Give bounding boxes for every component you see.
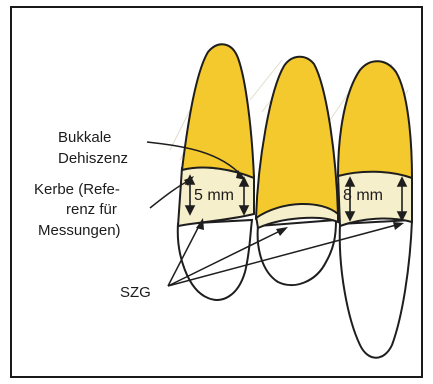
tooth-left-root-tip xyxy=(178,220,252,300)
tooth-right xyxy=(338,61,412,358)
tooth-middle-crown xyxy=(256,57,338,218)
tooth-right-crown xyxy=(338,61,412,178)
measurement-left-label: 5 mm xyxy=(194,187,234,204)
dehiscence-label-line1: Bukkale xyxy=(58,129,111,146)
notch-label-line1: Kerbe (Refe- xyxy=(34,181,120,198)
measurement-right-label: 8 mm xyxy=(343,187,383,204)
tooth-middle-root-tip xyxy=(258,220,336,285)
tooth-left xyxy=(178,44,254,300)
notch-label-line3: Messungen) xyxy=(38,222,121,239)
notch-label-line2: renz für xyxy=(66,201,117,218)
dehiscence-label-line2: Dehiszenz xyxy=(58,150,128,167)
tooth-right-root xyxy=(340,220,412,358)
cej-label: SZG xyxy=(120,284,151,301)
